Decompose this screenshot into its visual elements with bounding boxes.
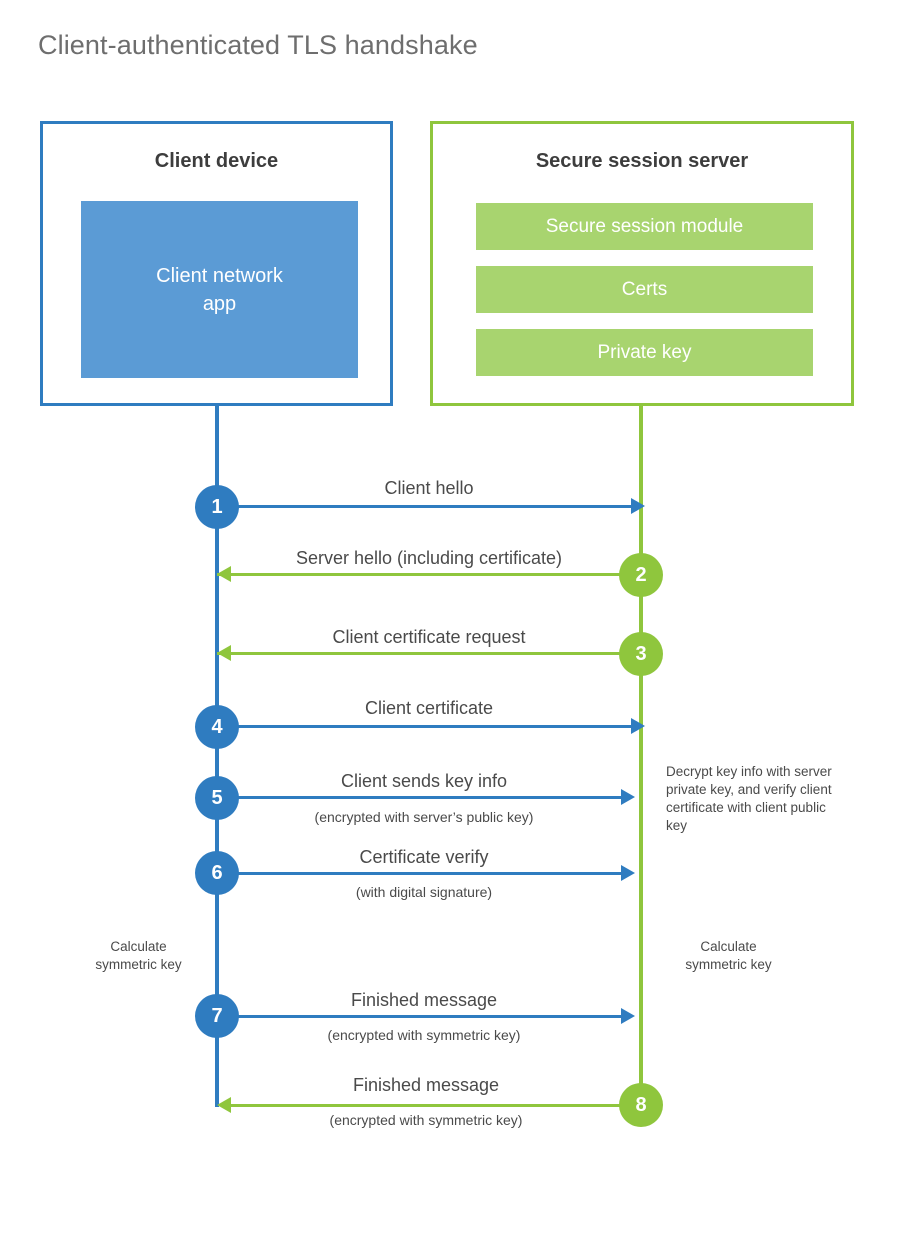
message-sublabel-step-8: (encrypted with symmetric key) (329, 1112, 523, 1128)
note-server-calc-line2: symmetric key (685, 957, 772, 972)
note-server-calc-line1: Calculate (700, 939, 757, 954)
arrow-line-step-5 (217, 796, 631, 799)
arrow-line-step-4 (217, 725, 641, 728)
message-label-step-3: Client certificate request (332, 627, 526, 647)
message-label-step-1: Client hello (384, 478, 474, 498)
client-network-app-label: Client network app (156, 262, 283, 318)
page-title: Client-authenticated TLS handshake (38, 30, 478, 60)
arrow-head-step-2 (217, 566, 231, 582)
note-client-calc-line1: Calculate (110, 939, 167, 954)
client-network-app-block: Client network app (81, 201, 358, 378)
arrow-head-step-5 (621, 789, 635, 805)
secure-session-server-title: Secure session server (535, 150, 749, 172)
message-sublabel-step-7: (encrypted with symmetric key) (327, 1027, 521, 1043)
step-circle-1[interactable]: 1 (195, 485, 239, 529)
step-circle-3[interactable]: 3 (619, 632, 663, 676)
server-lifeline (639, 406, 643, 1105)
arrow-line-step-1 (217, 505, 641, 508)
message-label-step-2: Server hello (including certificate) (295, 548, 563, 568)
client-device-box: Client device Client network app (40, 121, 393, 406)
note-client-calculate-symmetric-key: Calculate symmetric key (76, 938, 201, 974)
step-circle-7[interactable]: 7 (195, 994, 239, 1038)
message-label-step-6: Certificate verify (359, 847, 489, 867)
message-sublabel-step-5: (encrypted with server’s public key) (314, 809, 534, 825)
client-app-line2: app (202, 292, 237, 315)
note-server-calculate-symmetric-key: Calculate symmetric key (666, 938, 791, 974)
arrow-head-step-1 (631, 498, 645, 514)
arrow-head-step-4 (631, 718, 645, 734)
message-label-step-4: Client certificate (364, 698, 494, 718)
arrow-head-step-3 (217, 645, 231, 661)
message-label-step-8: Finished message (352, 1075, 500, 1095)
step-circle-4[interactable]: 4 (195, 705, 239, 749)
arrow-line-step-7 (217, 1015, 631, 1018)
note-server-decrypt: Decrypt key info with server private key… (666, 764, 832, 833)
message-sublabel-step-6: (with digital signature) (355, 884, 493, 900)
step-circle-8[interactable]: 8 (619, 1083, 663, 1127)
step-circle-5[interactable]: 5 (195, 776, 239, 820)
arrow-head-step-6 (621, 865, 635, 881)
secure-session-server-box: Secure session server Secure session mod… (430, 121, 854, 406)
arrow-line-step-3 (217, 652, 641, 655)
server-block-private-key: Private key (476, 329, 813, 376)
arrow-line-step-2 (217, 573, 641, 576)
arrow-line-step-8 (223, 1104, 641, 1107)
arrow-head-step-7 (621, 1008, 635, 1024)
client-device-title: Client device (154, 150, 279, 172)
server-block-certs: Certs (476, 266, 813, 313)
arrow-line-step-6 (217, 872, 631, 875)
note-client-calc-line2: symmetric key (95, 957, 182, 972)
client-app-line1: Client network (156, 264, 283, 287)
client-lifeline (215, 406, 219, 1107)
message-label-step-5: Client sends key info (340, 771, 508, 791)
message-label-step-7: Finished message (350, 990, 498, 1010)
server-block-secure-session-module: Secure session module (476, 203, 813, 250)
step-circle-6[interactable]: 6 (195, 851, 239, 895)
step-circle-2[interactable]: 2 (619, 553, 663, 597)
arrow-head-step-8 (217, 1097, 231, 1113)
